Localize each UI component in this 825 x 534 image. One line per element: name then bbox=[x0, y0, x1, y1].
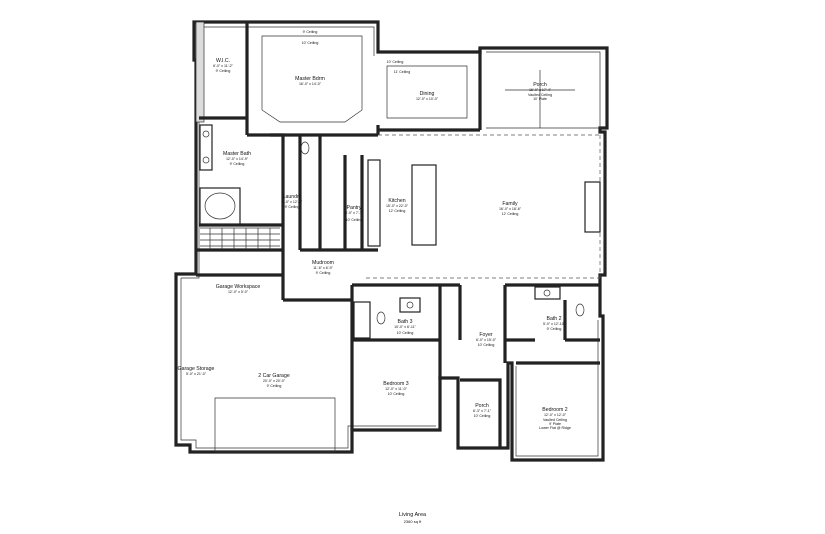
room-label-master-bdrm: 9' Ceiling 10' Ceiling Master Bdrm 16'-0… bbox=[295, 30, 325, 86]
room-label-garage-workspace: Garage Workspace 12'-0" x 5'-0" bbox=[216, 284, 261, 294]
room-label-laundry: Laundry 6'-0" x 12'-0" 9' Ceiling bbox=[282, 194, 303, 209]
room-note-bedroom2: Lower Flat @ Ridge bbox=[539, 426, 571, 430]
room-ceiling-garage: 9' Ceiling bbox=[267, 384, 282, 388]
room-name-porch-rear: Porch bbox=[533, 82, 547, 88]
living-area-title: Living Area bbox=[398, 512, 427, 518]
room-label-bedroom2: Bedroom 2 12'-0" x 12'-0" Vaulted Ceilin… bbox=[539, 407, 571, 430]
room-label-master-bath: Master Bath 12'-0" x 14'-9" 9' Ceiling bbox=[223, 151, 251, 166]
room-dims-garage-workspace: 12'-0" x 5'-0" bbox=[228, 290, 249, 294]
room-name-garage-storage: Garage Storage bbox=[178, 366, 215, 372]
room-ceiling-top-master-bdrm: 9' Ceiling bbox=[303, 30, 318, 34]
room-ceiling-laundry: 9' Ceiling bbox=[285, 205, 300, 209]
room-label-bedroom3: Bedroom 3 12'-0" x 11'-0" 10' Ceiling bbox=[383, 381, 408, 396]
room-dims-garage-storage: 5'-0" x 21'-0" bbox=[186, 372, 207, 376]
room-dims-bedroom3: 12'-0" x 11'-0" bbox=[385, 387, 408, 391]
room-name-mudroom: Mudroom bbox=[312, 260, 334, 266]
room-ceiling-family: 12' Ceiling bbox=[502, 212, 519, 216]
room-dims-porch-front: 6'-3" x 7'-1" bbox=[473, 409, 492, 413]
room-ceiling-porch-rear: Vaulted Ceiling bbox=[528, 93, 552, 97]
room-name-foyer: Foyer bbox=[479, 332, 493, 338]
living-area-value: 2360 sq ft bbox=[403, 519, 422, 524]
room-dims-mudroom: 11'-6" x 6'-9" bbox=[313, 266, 334, 270]
room-dims-foyer: 6'-0" x 15'-0" bbox=[476, 338, 497, 342]
room-dims-wic: 6'-0" x 11'-2" bbox=[213, 64, 234, 68]
room-plate-porch-rear: 10' Plate bbox=[533, 97, 547, 101]
room-label-foyer: Foyer 6'-0" x 15'-0" 10' Ceiling bbox=[476, 332, 497, 347]
room-dims-kitchen: 15'-0" x 22'-0" bbox=[386, 204, 409, 208]
room-ceiling-bath2: 9' Ceiling bbox=[547, 327, 562, 331]
room-ceiling-wic: 9' Ceiling bbox=[216, 69, 231, 73]
room-label-garage: 2 Car Garage 20'-0" x 20'-0" 9' Ceiling bbox=[258, 373, 290, 388]
room-dims-bath3: 10'-0" x 6'-11" bbox=[394, 325, 417, 329]
room-name-bath3: Bath 3 bbox=[398, 319, 413, 325]
room-label-wic: W.I.C. 6'-0" x 11'-2" 9' Ceiling bbox=[213, 58, 234, 73]
room-ceiling-master-bdrm: 10' Ceiling bbox=[302, 41, 319, 45]
room-label-bath2: Bath 2 5'-0" x 12'-10" 9' Ceiling bbox=[543, 316, 566, 331]
room-ceiling-top-dining: 10' Ceiling bbox=[387, 60, 404, 64]
room-name-pantry: Pantry bbox=[347, 205, 362, 211]
room-name-master-bdrm: Master Bdrm bbox=[295, 76, 325, 82]
room-label-porch-rear: Porch 16'-0" x 17'-4" Vaulted Ceiling 10… bbox=[528, 82, 552, 101]
room-ceiling-porch-front: 10' Ceiling bbox=[474, 414, 491, 418]
room-label-dining: 10' Ceiling 11' Ceiling Dining 12'-0" x … bbox=[387, 60, 439, 101]
room-label-pantry: Pantry 6'-0" x 7'-7" 10' Ceiling bbox=[345, 205, 364, 222]
room-dims-bedroom2: 12'-0" x 12'-0" bbox=[544, 413, 567, 417]
room-ceiling-dining: 11' Ceiling bbox=[394, 70, 410, 74]
room-dims-laundry: 6'-0" x 12'-0" bbox=[282, 200, 303, 204]
room-name-porch-front: Porch bbox=[475, 403, 489, 409]
room-dims-family: 16'-0" x 18'-6" bbox=[499, 207, 522, 211]
room-label-porch-front: Porch 6'-3" x 7'-1" 10' Ceiling bbox=[473, 403, 492, 418]
room-dims-dining: 12'-0" x 10'-0" bbox=[416, 97, 439, 101]
room-name-garage-workspace: Garage Workspace bbox=[216, 284, 261, 290]
room-name-garage: 2 Car Garage bbox=[258, 373, 290, 379]
room-name-kitchen: Kitchen bbox=[388, 198, 405, 204]
room-label-kitchen: Kitchen 15'-0" x 22'-0" 12' Ceiling bbox=[386, 198, 409, 213]
exterior-walls bbox=[174, 20, 609, 462]
room-name-dining: Dining bbox=[420, 91, 435, 97]
room-ceiling-kitchen: 12' Ceiling bbox=[389, 209, 406, 213]
room-plate-bedroom2: 9' Plate bbox=[549, 422, 561, 426]
room-name-master-bath: Master Bath bbox=[223, 151, 251, 157]
room-ceiling-foyer: 10' Ceiling bbox=[478, 343, 495, 347]
room-name-family: Family bbox=[502, 201, 518, 207]
room-name-wic: W.I.C. bbox=[216, 58, 230, 64]
room-ceiling-mudroom: 9' Ceiling bbox=[316, 271, 331, 275]
room-dims-master-bdrm: 16'-0" x 14'-0" bbox=[299, 82, 322, 86]
room-name-bedroom2: Bedroom 2 bbox=[542, 407, 567, 413]
room-name-bath2: Bath 2 bbox=[547, 316, 562, 322]
room-dims-porch-rear: 16'-0" x 17'-4" bbox=[529, 88, 552, 92]
room-ceiling-pantry: 10' Ceiling bbox=[346, 218, 363, 222]
room-name-laundry: Laundry bbox=[283, 194, 302, 200]
room-dims-master-bath: 12'-0" x 14'-9" bbox=[226, 157, 249, 161]
fixtures bbox=[199, 124, 601, 339]
room-ceiling-bath3: 10' Ceiling bbox=[397, 331, 414, 335]
room-dims-pantry: 6'-0" x 7'-7" bbox=[345, 211, 364, 215]
room-dims-bath2: 5'-0" x 12'-10" bbox=[543, 322, 566, 326]
room-label-bath3: Bath 3 10'-0" x 6'-11" 10' Ceiling bbox=[394, 319, 417, 335]
room-label-garage-storage: Garage Storage 5'-0" x 21'-0" bbox=[178, 366, 215, 376]
room-ceiling-master-bath: 9' Ceiling bbox=[230, 162, 245, 166]
room-ceiling-bedroom3: 10' Ceiling bbox=[388, 392, 405, 396]
room-ceiling-bedroom2: Vaulted Ceiling bbox=[543, 418, 567, 422]
room-label-family: Family 16'-0" x 18'-6" 12' Ceiling bbox=[499, 201, 522, 216]
interior-walls bbox=[195, 21, 600, 448]
room-dims-garage: 20'-0" x 20'-0" bbox=[263, 379, 286, 383]
room-label-mudroom: Mudroom 11'-6" x 6'-9" 9' Ceiling bbox=[312, 260, 334, 275]
room-name-bedroom3: Bedroom 3 bbox=[383, 381, 408, 387]
